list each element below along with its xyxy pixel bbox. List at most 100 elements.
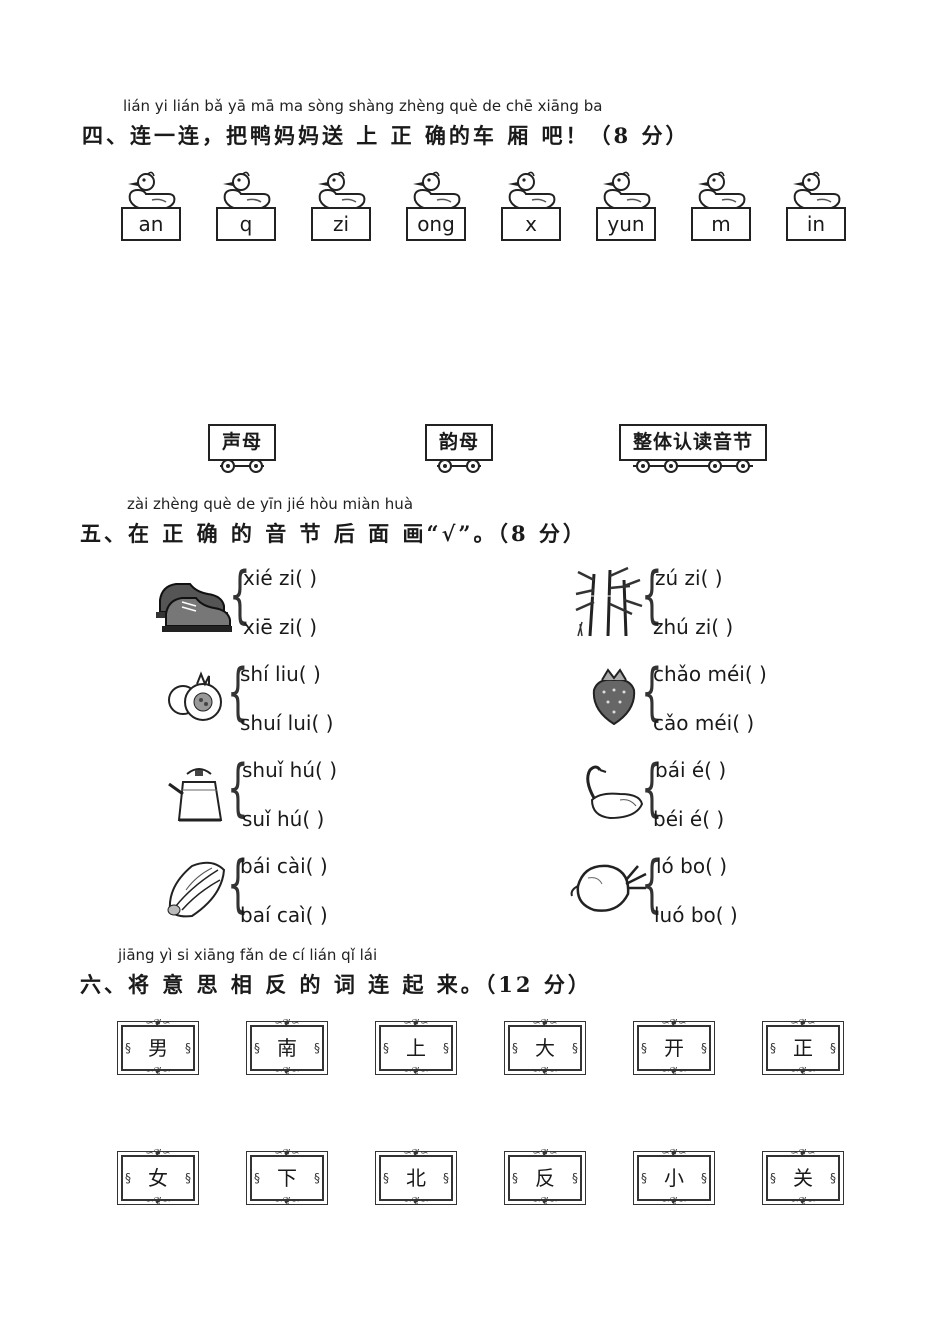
option-b[interactable]: shuí lui( ) [240, 711, 334, 735]
word-box-top[interactable]: ∽❦∽§大§∽❦∽ [504, 1019, 586, 1077]
word-box-bottom[interactable]: ∽❦∽§关§∽❦∽ [762, 1149, 844, 1207]
option-b[interactable]: zhú zi( ) [653, 615, 734, 639]
shoes-icon [156, 583, 232, 632]
word-text: 正 [793, 1036, 813, 1060]
train-car-shengmu[interactable]: 声母 [208, 424, 276, 473]
duck-item[interactable]: q [216, 170, 276, 250]
ornament-icon: § [701, 1171, 707, 1185]
train-car-yunmu[interactable]: 韵母 [425, 424, 493, 473]
ornament-icon: § [641, 1041, 647, 1055]
option-a[interactable]: xié zi( ) [243, 566, 318, 590]
option-b[interactable]: béi é( ) [653, 807, 725, 831]
word-box-top[interactable]: ∽❦∽§男§∽❦∽ [117, 1019, 199, 1077]
option-a[interactable]: shí liu( ) [240, 662, 321, 686]
ornament-icon: ∽❦∽ [145, 1018, 171, 1029]
kettle-icon [168, 768, 223, 822]
option-a[interactable]: chǎo méi( ) [653, 662, 767, 686]
duck-icon [128, 171, 176, 212]
option-a[interactable]: bái cài( ) [240, 854, 328, 878]
option-b[interactable]: baí caì( ) [240, 903, 328, 927]
option-a[interactable]: bái é( ) [655, 758, 727, 782]
word-text: 上 [406, 1036, 426, 1060]
section6-heading: 六、将 意 思 相 反 的 词 连 起 来。（12 分） [80, 972, 592, 997]
option-a[interactable]: zú zi( ) [655, 566, 723, 590]
duck-item[interactable]: an [121, 170, 181, 250]
ornament-icon: ∽❦∽ [661, 1148, 687, 1159]
ornament-icon: ∽❦∽ [790, 1066, 816, 1077]
section4-pinyin: lián yi lián bǎ yā mā ma sòng shàng zhèn… [123, 97, 603, 115]
duck-item[interactable]: zi [311, 170, 371, 250]
option-a[interactable]: shuǐ hú( ) [242, 758, 337, 782]
word-box-bottom[interactable]: ∽❦∽§北§∽❦∽ [375, 1149, 457, 1207]
train-car-zhengti[interactable]: 整体认读音节 [619, 424, 767, 473]
ornament-icon: § [701, 1041, 707, 1055]
word-box-top[interactable]: ∽❦∽§南§∽❦∽ [246, 1019, 328, 1077]
ornament-icon: § [641, 1171, 647, 1185]
ornament-icon: ∽❦∽ [661, 1196, 687, 1207]
ornament-icon: ∽❦∽ [274, 1018, 300, 1029]
ornament-icon: ∽❦∽ [145, 1066, 171, 1077]
syllable-box: yun [596, 207, 656, 241]
ornament-icon: ∽❦∽ [532, 1066, 558, 1077]
wheels-icon [633, 459, 753, 473]
syllable-box: m [691, 207, 751, 241]
word-box-bottom[interactable]: ∽❦∽ § 小 § ∽❦∽ [633, 1149, 715, 1207]
strawberry-icon [592, 668, 636, 726]
word-box-top[interactable]: ∽❦∽§正§∽❦∽ [762, 1019, 844, 1077]
syllable-box: x [501, 207, 561, 241]
word-text: 女 [148, 1166, 168, 1190]
word-box-bottom[interactable]: ∽❦∽§反§∽❦∽ [504, 1149, 586, 1207]
ornament-icon: ∽❦∽ [145, 1196, 171, 1207]
duck-item[interactable]: yun [596, 170, 656, 250]
word-box-bottom[interactable]: ∽❦∽§女§∽❦∽ [117, 1149, 199, 1207]
section4-heading: 四、连一连，把鸭妈妈送 上 正 确的车 厢 吧！（8 分） [82, 123, 690, 148]
option-a[interactable]: ló bo( ) [656, 854, 728, 878]
ornament-icon: § [770, 1041, 776, 1055]
option-b[interactable]: suǐ hú( ) [242, 807, 325, 831]
ornament-icon: ∽❦∽ [790, 1148, 816, 1159]
brace-icon: { [641, 558, 663, 631]
duck-item[interactable]: x [501, 170, 561, 250]
brace-icon: { [641, 847, 663, 920]
syllable-box: zi [311, 207, 371, 241]
ornament-icon: § [512, 1041, 518, 1055]
word-box-bottom[interactable]: ∽❦∽§下§∽❦∽ [246, 1149, 328, 1207]
ornament-icon: ∽❦∽ [790, 1196, 816, 1207]
duck-item[interactable]: in [786, 170, 846, 250]
syllable-box: in [786, 207, 846, 241]
duck-item[interactable]: m [691, 170, 751, 250]
ornament-icon: ∽❦∽ [274, 1148, 300, 1159]
ornament-icon: § [185, 1171, 191, 1185]
option-b[interactable]: luó bo( ) [654, 903, 738, 927]
brace-icon: { [227, 751, 249, 824]
ornament-icon: § [125, 1171, 131, 1185]
wheels-icon [437, 459, 481, 473]
ornament-icon: § [830, 1171, 836, 1185]
option-b[interactable]: xiē zi( ) [243, 615, 318, 639]
syllable-box: an [121, 207, 181, 241]
ornament-icon: § [383, 1171, 389, 1185]
ornament-icon: ∽❦∽ [661, 1066, 687, 1077]
word-text: 关 [793, 1166, 813, 1190]
ornament-icon: § [443, 1041, 449, 1055]
word-text: 小 [664, 1166, 684, 1190]
ornament-icon: § [125, 1041, 131, 1055]
ornament-icon: § [185, 1041, 191, 1055]
word-text: 南 [277, 1036, 297, 1060]
syllable-box: ong [406, 207, 466, 241]
word-box-top[interactable]: ∽❦∽§上§∽❦∽ [375, 1019, 457, 1077]
ornament-icon: § [830, 1041, 836, 1055]
ornament-icon: ∽❦∽ [274, 1066, 300, 1077]
ornament-icon: ∽❦∽ [532, 1196, 558, 1207]
ornament-icon: ∽❦∽ [403, 1148, 429, 1159]
ornament-icon: § [572, 1041, 578, 1055]
cabbage-icon [167, 861, 226, 918]
option-b[interactable]: cǎo méi( ) [653, 711, 755, 735]
ornament-icon: § [512, 1171, 518, 1185]
word-box-top[interactable]: ∽❦∽§开§∽❦∽ [633, 1019, 715, 1077]
brace-icon: { [227, 655, 249, 728]
brace-icon: { [229, 558, 251, 631]
duck-item[interactable]: ong [406, 170, 466, 250]
section5-pinyin: zài zhèng què de yīn jié hòu miàn huà [127, 495, 414, 513]
ornament-icon: ∽❦∽ [403, 1196, 429, 1207]
